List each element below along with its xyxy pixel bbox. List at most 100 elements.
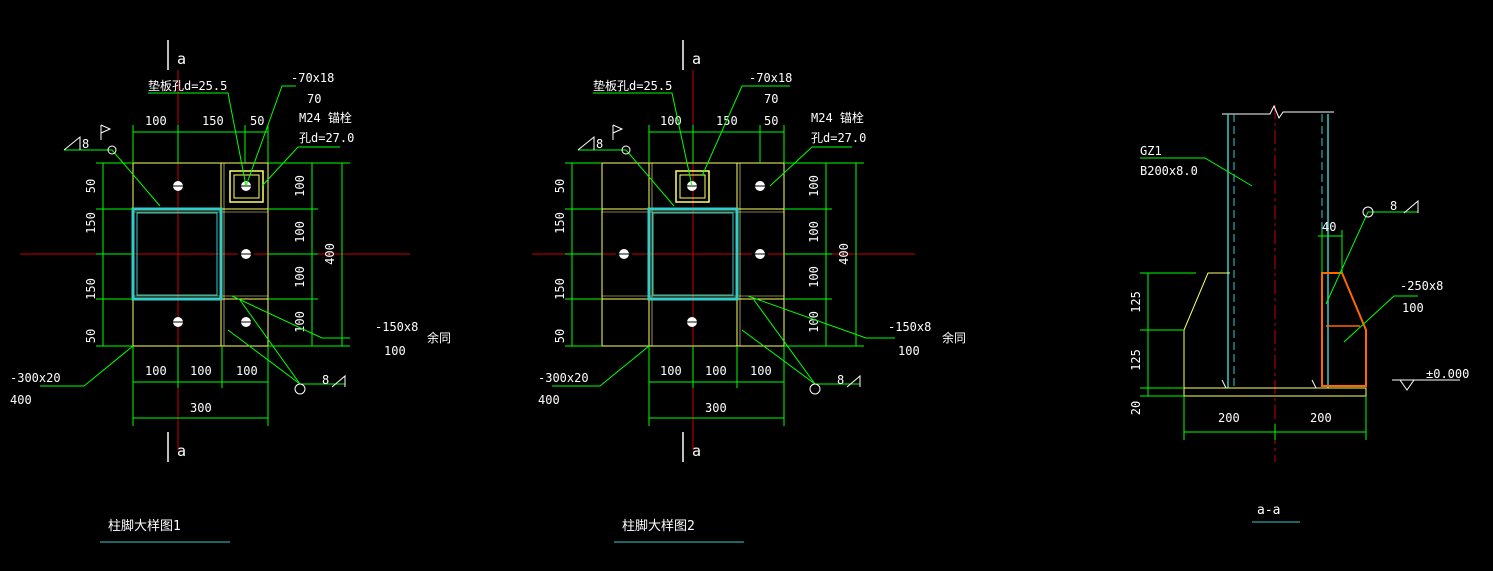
anchor-bolt-label: M24 锚栓 <box>811 110 864 125</box>
anchor-bolt <box>170 181 186 191</box>
section-mark-bottom: a <box>177 442 186 460</box>
column-base-detail-2: a a 100 150 50 <box>532 40 966 543</box>
column-section-inner <box>652 212 734 296</box>
section-stiffener-size: 100 <box>1402 301 1424 315</box>
section-mark-bottom: a <box>692 442 701 460</box>
washer-plate-label: -70x18 <box>749 71 792 85</box>
base-plate-size-label: 400 <box>10 393 32 407</box>
washer-plate-inner <box>233 174 260 199</box>
weld-symbol-flag <box>846 374 861 388</box>
anchor-bolt-label: M24 锚栓 <box>299 110 352 125</box>
bottom-dim-2: 100 <box>705 364 727 378</box>
top-dim-3: 50 <box>764 114 778 128</box>
left-dimension <box>96 162 133 347</box>
washer-size-label: 70 <box>764 92 778 106</box>
section-bottom-dim-1: 200 <box>1218 411 1240 425</box>
left-dim-4: 50 <box>553 329 567 343</box>
column-section-label: B200x8.0 <box>1140 164 1198 178</box>
stiffener-note: 余同 <box>942 330 966 345</box>
top-dim-2: 150 <box>202 114 224 128</box>
top-dimension <box>648 125 785 163</box>
washer-plate <box>675 170 710 203</box>
anchor-bolt <box>752 249 768 259</box>
break-line <box>1222 104 1334 120</box>
section-stiffener-label: -250x8 <box>1400 279 1443 293</box>
left-stiffener <box>1183 272 1230 388</box>
bottom-dim-1: 100 <box>660 364 682 378</box>
washer-size-label: 70 <box>307 92 321 106</box>
left-dim-1: 50 <box>553 179 567 193</box>
right-dimension <box>268 162 350 347</box>
weld-flag <box>100 124 112 134</box>
weld-symbol-circle <box>621 145 631 155</box>
base-plate-label: -300x20 <box>10 371 61 385</box>
detail-title: 柱脚大样图2 <box>622 518 695 534</box>
top-dim-1: 100 <box>145 114 167 128</box>
leader-lines <box>552 85 895 387</box>
section-a-a: 125 125 20 200 200 40 ±0.00 <box>1129 104 1469 523</box>
section-left-dim-3: 20 <box>1129 401 1143 415</box>
left-dim-4: 50 <box>84 329 98 343</box>
elevation-label: ±0.000 <box>1426 367 1469 381</box>
section-left-dimension <box>1140 272 1196 397</box>
top-dimension <box>132 125 269 163</box>
section-leader-lines <box>1140 157 1418 343</box>
overall-height: 400 <box>837 243 851 265</box>
bottom-dim-2: 100 <box>190 364 212 378</box>
washer-hole-label: 垫板孔d=25.5 <box>593 78 672 93</box>
right-dim-1: 100 <box>807 175 821 197</box>
column-base-detail-1: a a 100 150 50 <box>10 40 451 543</box>
right-dim-2: 100 <box>293 221 307 243</box>
weld-size-bottom-label: 8 <box>322 373 329 387</box>
section-left-dim-1: 125 <box>1129 291 1143 313</box>
column-label: GZ1 <box>1140 144 1162 158</box>
top-dim-3: 50 <box>250 114 264 128</box>
anchor-bolt <box>616 249 632 259</box>
anchor-bolt <box>170 317 186 327</box>
elevation-triangle <box>1399 379 1415 391</box>
section-weld-size: 8 <box>1390 199 1397 213</box>
weld-symbol-flag <box>331 374 346 388</box>
bottom-dimension <box>132 346 269 426</box>
overall-height: 400 <box>323 243 337 265</box>
right-dim-1: 100 <box>293 175 307 197</box>
washer-plate <box>229 170 264 203</box>
weld-size-bottom-label: 8 <box>837 373 844 387</box>
section-base-plate <box>1183 387 1367 397</box>
right-dim-3: 100 <box>807 266 821 288</box>
anchor-bolt <box>238 317 254 327</box>
right-dim-4: 100 <box>807 311 821 333</box>
washer-hole-label: 垫板孔d=25.5 <box>148 78 227 93</box>
stiffener-note: 余同 <box>427 330 451 345</box>
section-bottom-dimension <box>1183 396 1367 440</box>
column-section <box>647 207 739 301</box>
weld-symbol-circle <box>107 145 117 155</box>
left-dim-2: 150 <box>84 212 98 234</box>
weld-size-label: 8 <box>82 137 89 151</box>
weld-size-label: 8 <box>596 137 603 151</box>
right-dimension <box>784 162 864 347</box>
bottom-dim-3: 100 <box>750 364 772 378</box>
washer-plate-label: -70x18 <box>291 71 334 85</box>
weld-flag <box>612 124 624 134</box>
base-plate-size-label: 400 <box>538 393 560 407</box>
section-left-dim-2: 125 <box>1129 349 1143 371</box>
bottom-dim-1: 100 <box>145 364 167 378</box>
bottom-dimension <box>648 346 785 426</box>
bolt-hole-label: 孔d=27.0 <box>299 131 354 145</box>
anchor-bolt <box>684 317 700 327</box>
weld-symbol-flag <box>577 135 595 151</box>
stiffener-size-label: 100 <box>898 344 920 358</box>
top-dim-1: 100 <box>660 114 682 128</box>
weld-tick <box>1221 379 1227 389</box>
left-dim-1: 50 <box>84 179 98 193</box>
offset-dimension <box>1318 230 1343 273</box>
offset-dim-label: 40 <box>1322 220 1336 234</box>
left-dim-3: 150 <box>553 278 567 300</box>
section-mark-top: a <box>177 50 186 68</box>
overall-width: 300 <box>705 401 727 415</box>
weld-symbol-circle <box>294 383 306 395</box>
detail-title: 柱脚大样图1 <box>108 518 181 534</box>
right-dim-2: 100 <box>807 221 821 243</box>
stiffener-label: -150x8 <box>888 320 931 334</box>
